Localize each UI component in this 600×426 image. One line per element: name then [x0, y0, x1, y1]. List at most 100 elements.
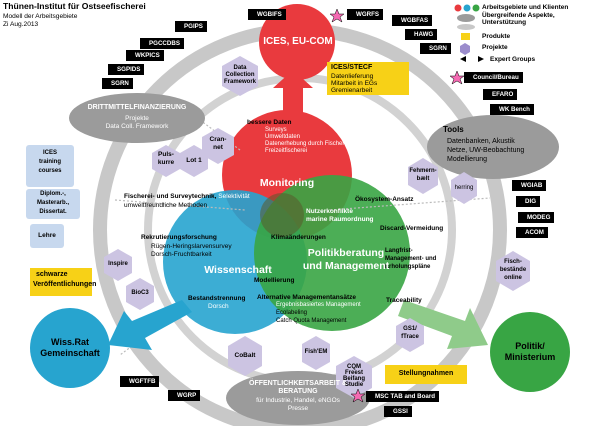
- politik-title-1: Politikberatung: [307, 247, 385, 259]
- drittmittel-title: DRITTMITTELFINANZIERUNG: [87, 104, 187, 111]
- tag-wkpics: WKPICS: [126, 50, 164, 61]
- yellow-stellungnahmen: Stellungnahmen: [398, 370, 454, 377]
- overlap-alt-line-3: Catch Quota Management: [276, 318, 347, 324]
- page-date: Zi Aug.2013: [3, 21, 39, 28]
- wissrat-line-2: Gemeinschaft: [40, 348, 100, 358]
- hex-bioc3: BioC3: [131, 290, 149, 296]
- politik-circle: [490, 312, 570, 392]
- monitoring-fischerei-1b: Selektivität: [218, 193, 250, 200]
- yellow-schwarze-1: schwarze: [36, 271, 68, 278]
- overlap-klimaaenderungen: Klimaänderungen: [271, 234, 326, 241]
- legend-item-expert-groups: Expert Groups: [490, 56, 536, 63]
- hex-cobalt: CoBalt: [234, 352, 256, 359]
- page-title: Thünen-Institut für Ostseefischerei: [3, 1, 146, 11]
- star-icons: [329, 8, 465, 403]
- tag-sgrn-left: SGRN: [102, 78, 133, 89]
- legend-symbols: [454, 4, 484, 62]
- monitoring-bessere-daten: bessere Daten: [247, 119, 292, 126]
- tools-title: Tools: [443, 125, 464, 134]
- monitoring-line-2: Umweltdaten: [265, 134, 301, 140]
- tag-hawg: HAWG: [405, 29, 438, 40]
- box-diplom-2: Masterarb.,: [36, 200, 69, 206]
- hex-crannet-2: net: [213, 144, 223, 151]
- hex-fehmarn-2: bælt: [416, 176, 430, 182]
- wissrat-line-1: Wiss.Rat: [51, 337, 89, 347]
- legend-item-produkte: Produkte: [482, 33, 511, 40]
- monitoring-line-3: Datenerhebung durch Fischer: [265, 141, 345, 147]
- hex-inspire: Inspire: [108, 261, 128, 267]
- politik-discard: Discard-Vermeidung: [380, 225, 444, 232]
- tag-pgips: PGIPS: [175, 21, 207, 32]
- tag-dig: DIG: [516, 196, 541, 207]
- hex-lot1: Lot 1: [186, 157, 202, 164]
- hex-dcf-2: Collection: [225, 72, 255, 78]
- tag-wgbifs: WGBIFS: [248, 9, 286, 20]
- wissenschaft-rekrut-line-2: Dorsch-Fruchtbarkeit: [151, 251, 212, 258]
- box-lehre: Lehre: [38, 232, 56, 239]
- drittmittel-ellipse: [69, 93, 205, 143]
- yellow-schwarze-2: Veröffentlichungen: [33, 281, 97, 288]
- hex-cqm-1: CQM: [347, 364, 361, 370]
- hex-cqm-2: Freest: [344, 370, 363, 376]
- legend-item-arbeitsgebiete: Arbeitsgebiete und Klienten: [482, 4, 569, 11]
- wissenschaft-bestand-sub: Dorsch: [208, 303, 229, 310]
- tag-msc-tab: MSC TAB and Board: [366, 391, 440, 402]
- tag-wgiab: WGIAB: [512, 180, 547, 191]
- blue-arrow: [108, 300, 192, 350]
- legend-item-uebergreifend: Übergreifende Aspekte, Unterstützung: [482, 12, 555, 26]
- politik-min-line-1: Politik/: [515, 341, 545, 351]
- wissenschaft-title: Wissenschaft: [204, 264, 272, 276]
- hex-pulskurre-1: Puls-: [158, 151, 174, 158]
- tag-efaro: EFARO: [483, 89, 518, 100]
- red-arrow: [273, 70, 313, 115]
- overlap-raumordnung: marine Raumordnung: [306, 216, 374, 223]
- overlap-center: [260, 193, 304, 237]
- overlap-nutzerkonflikte: Nutzerkonflikte: [306, 208, 353, 215]
- politik-traceability: Traceability: [386, 297, 422, 304]
- box-ices-training-1: ICES: [42, 150, 57, 156]
- hex-fischbestaende-1: Fisch-: [504, 259, 522, 265]
- drittmittel-line-2: Data Coll. Framework: [105, 123, 169, 130]
- monitoring-fischerei-2: umweltfreundliche Methoden: [124, 202, 208, 209]
- hex-dcf-3: Framework: [223, 79, 256, 85]
- tag-gssi: GSSI: [384, 406, 412, 417]
- monitoring-fischerei-row: Fischerei- und Surveytechnik, Selektivit…: [124, 193, 250, 200]
- tag-wgrp: WGRP: [168, 390, 201, 401]
- ices-stecf-line-1: Datenlieferung: [331, 73, 374, 80]
- hex-crannet-1: Cran-: [209, 136, 227, 143]
- wissenschaft-bestand: Bestandstrennung: [188, 295, 246, 302]
- box-diplom-3: Dissertat.: [39, 209, 67, 215]
- tag-wgftfb: WGFTFB: [120, 376, 160, 387]
- hex-fishem: Fish'EM: [304, 349, 328, 355]
- hex-dcf-1: Data: [233, 65, 247, 71]
- tools-line-1: Datenbanken, Akustik: [447, 138, 515, 145]
- tools-line-2: Netze, UW-Beobachtung: [447, 147, 525, 154]
- wissenschaft-rekrut: Rekrutierungsforschung: [141, 234, 217, 241]
- tag-wgbfas: WGBFAS: [392, 15, 433, 26]
- oeffentlichkeit-line-1: für Industrie, Handel, eNGOs: [256, 397, 340, 404]
- hex-gs1-1: GS1/: [403, 326, 417, 332]
- tag-acom: ACOM: [516, 227, 548, 238]
- monitoring-line-1: Surveys: [265, 127, 287, 133]
- overlap-alt-line-2: Ecolabeling: [276, 310, 308, 316]
- tag-wgrfs: WGRFS: [347, 9, 384, 20]
- wissenschaft-rekrut-line-1: Rügen-Heringslarvensurvey: [151, 243, 232, 250]
- tools-line-3: Modellierung: [447, 156, 488, 163]
- ices-stecf-line-3: Gremienarbeit: [331, 87, 373, 94]
- tag-pgccdbs: PGCCDBS: [140, 38, 184, 49]
- oeffentlichkeit-title-2: BERATUNG: [278, 388, 318, 395]
- politik-langfrist-2: Management- und: [385, 256, 437, 262]
- box-ices-training-2: training: [39, 159, 61, 165]
- ices-stecf-line-2: Mitarbeit in EGs: [331, 80, 378, 87]
- politik-title-2: und Management: [302, 260, 390, 272]
- projekt-boxes: [26, 145, 80, 248]
- box-ices-training-3: courses: [38, 168, 62, 174]
- green-arrow: [398, 300, 488, 349]
- hex-herring: herring: [454, 185, 474, 191]
- tag-modeg: MODEG: [518, 212, 555, 223]
- tag-council-bureau: Council/Bureau: [464, 72, 523, 83]
- wissenschaft-modellierung: Modellierung: [254, 277, 295, 284]
- tools-ellipse: [427, 115, 559, 179]
- drittmittel-line-1: Projekte: [125, 115, 149, 122]
